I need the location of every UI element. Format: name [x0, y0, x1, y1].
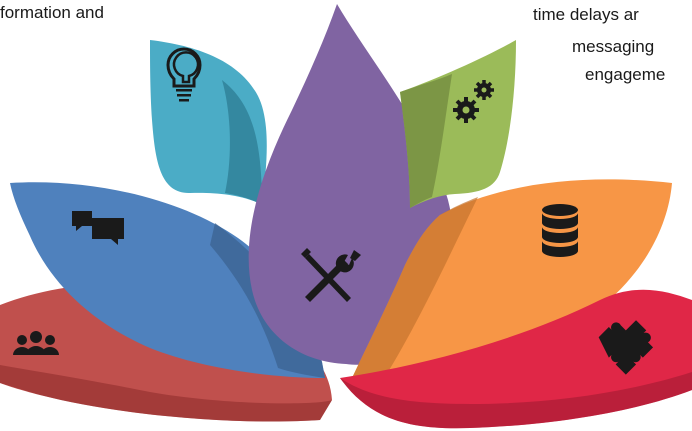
tools-icon	[301, 248, 361, 302]
database-icon	[542, 204, 578, 257]
text-fragment-right-2: messaging	[572, 37, 655, 56]
puzzle-icon	[598, 320, 654, 375]
text-fragment-left: formation and	[0, 3, 104, 22]
petal-orange-right	[352, 179, 672, 378]
gears-icon	[453, 80, 494, 123]
petal-crimson-right	[340, 289, 692, 429]
text-fragment-right-3: engageme	[585, 65, 666, 84]
lightbulb-icon	[166, 47, 202, 102]
users-icon	[13, 331, 59, 355]
petal-green-right	[400, 40, 516, 208]
chat-bubbles-icon	[72, 211, 124, 245]
petal-teal-left	[150, 40, 267, 205]
text-fragment-right-1: time delays ar	[533, 5, 639, 24]
